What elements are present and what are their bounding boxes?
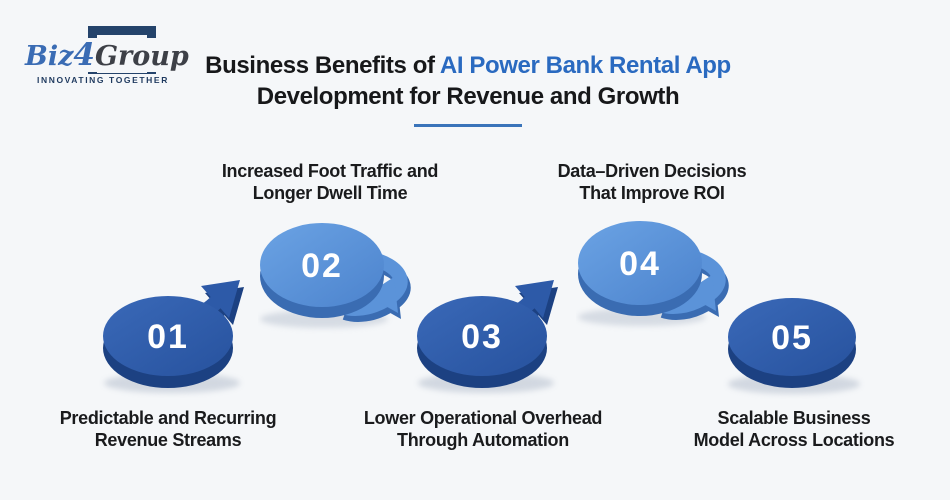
step-5-label-line2: Model Across Locations xyxy=(693,430,895,450)
step-2-label-line1: Increased Foot Traffic and xyxy=(221,161,439,181)
disc-top xyxy=(103,296,233,376)
step-3-label-line1: Lower Operational Overhead xyxy=(363,408,603,428)
step-2-badge: 02 xyxy=(260,223,411,328)
step-5-number: 05 xyxy=(771,319,813,357)
step-4-badge: 04 xyxy=(578,221,729,326)
step-1-label-line1: Predictable and Recurring xyxy=(59,408,277,428)
step-1-label-line2: Revenue Streams xyxy=(94,430,242,450)
step-2-number: 02 xyxy=(301,247,343,285)
step-4-number: 04 xyxy=(619,245,661,283)
disc-top xyxy=(578,221,702,305)
logo-wordmark: Biz4Group xyxy=(22,37,192,73)
step-3-number: 03 xyxy=(461,318,503,356)
step-2-label-line2: Longer Dwell Time xyxy=(252,183,408,203)
step-2-label: Increased Foot Traffic and Longer Dwell … xyxy=(175,160,485,204)
step-5-badge: 05 xyxy=(728,298,860,394)
disc-top xyxy=(260,223,384,307)
step-3-label-line2: Through Automation xyxy=(397,430,569,450)
step-4-label-line2: That Improve ROI xyxy=(579,183,725,203)
step-5-label: Scalable Business Model Across Locations xyxy=(639,407,949,451)
title-line-2: Development for Revenue and Growth xyxy=(256,83,680,110)
title-underline-rule xyxy=(414,124,522,127)
title-line-1: Business Benefits of AI Power Bank Renta… xyxy=(108,50,828,81)
step-3-label: Lower Operational Overhead Through Autom… xyxy=(328,407,638,451)
step-3-badge: 03 xyxy=(417,280,558,393)
step-5-label-line1: Scalable Business xyxy=(717,408,871,428)
step-1-badge: 01 xyxy=(103,280,244,393)
disc-top xyxy=(417,296,547,376)
logo-tagline: INNOVATING TOGETHER xyxy=(34,74,172,86)
logo-text-group: Group xyxy=(95,41,189,72)
title-highlight: AI Power Bank Rental App xyxy=(439,52,731,79)
disc-top xyxy=(728,298,856,376)
biz4group-logo: Biz4Group INNOVATING TOGETHER xyxy=(22,12,192,104)
title-prefix: Business Benefits of xyxy=(205,52,440,79)
logo-text-biz: Biz xyxy=(25,41,74,72)
step-4-label-line1: Data–Driven Decisions xyxy=(557,161,747,181)
page-title: Business Benefits of AI Power Bank Renta… xyxy=(108,50,828,127)
step-1-number: 01 xyxy=(147,318,189,356)
logo-text-4: 4 xyxy=(73,37,95,73)
step-4-label: Data–Driven Decisions That Improve ROI xyxy=(497,160,807,204)
step-1-label: Predictable and Recurring Revenue Stream… xyxy=(13,407,323,451)
